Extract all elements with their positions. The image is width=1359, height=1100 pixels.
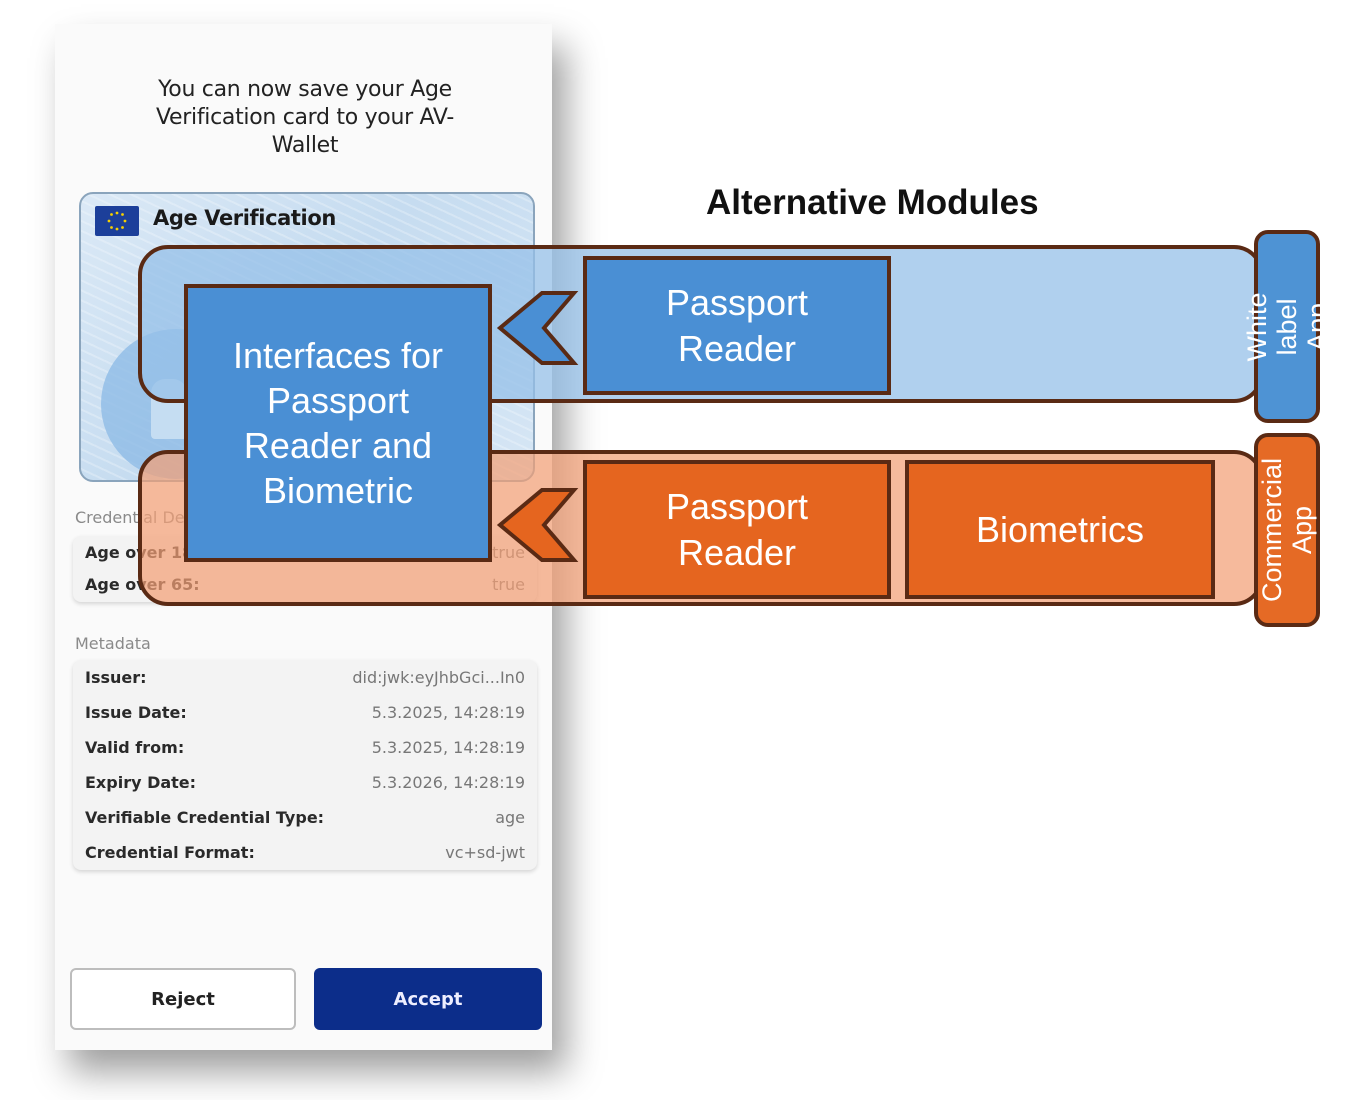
metadata-key: Issue Date: bbox=[85, 703, 187, 722]
white-label-app-label: White label App bbox=[1242, 291, 1332, 362]
chevron-left-icon bbox=[496, 488, 579, 562]
metadata-row: Issue Date: 5.3.2025, 14:28:19 bbox=[85, 703, 525, 729]
reject-button[interactable]: Reject bbox=[70, 968, 296, 1030]
metadata-key: Verifiable Credential Type: bbox=[85, 808, 325, 827]
metadata-value: 5.3.2025, 14:28:19 bbox=[371, 738, 525, 757]
metadata-row: Issuer: did:jwk:eyJhbGci...In0 bbox=[85, 668, 525, 694]
metadata-key: Credential Format: bbox=[85, 843, 255, 862]
page-title: You can now save your Age Verification c… bbox=[156, 77, 454, 158]
metadata-value: did:jwk:eyJhbGci...In0 bbox=[352, 668, 525, 687]
diagram-title: Alternative Modules bbox=[706, 183, 1039, 222]
metadata-panel: Issuer: did:jwk:eyJhbGci...In0 Issue Dat… bbox=[73, 660, 537, 870]
commercial-app-tag: Commercial App bbox=[1254, 433, 1320, 627]
chevron-left-icon bbox=[496, 291, 579, 365]
metadata-key: Expiry Date: bbox=[85, 773, 197, 792]
metadata-row: Credential Format: vc+sd-jwt bbox=[85, 843, 525, 869]
metadata-row: Verifiable Credential Type: age bbox=[85, 808, 525, 834]
white-label-app-tag: White label App bbox=[1242, 230, 1332, 423]
interfaces-box: Interfaces for Passport Reader and Biome… bbox=[184, 284, 492, 562]
module-label: Biometrics bbox=[975, 508, 1145, 550]
metadata-value: vc+sd-jwt bbox=[445, 843, 525, 862]
metadata-row: Expiry Date: 5.3.2026, 14:28:19 bbox=[85, 773, 525, 799]
metadata-key: Issuer: bbox=[85, 668, 147, 687]
module-label: Passport Reader bbox=[665, 485, 809, 573]
accept-button[interactable]: Accept bbox=[314, 968, 542, 1030]
card-title: Age Verification bbox=[153, 206, 336, 230]
eu-flag-icon bbox=[95, 206, 139, 236]
metadata-row: Valid from: 5.3.2025, 14:28:19 bbox=[85, 738, 525, 764]
metadata-key: Valid from: bbox=[85, 738, 185, 757]
commercial-passport-reader-box: Passport Reader bbox=[583, 460, 891, 599]
white-label-passport-reader-box: Passport Reader bbox=[583, 256, 891, 395]
metadata-value: 5.3.2026, 14:28:19 bbox=[371, 773, 525, 792]
metadata-section-label: Metadata bbox=[75, 634, 151, 653]
module-label: Passport Reader bbox=[665, 281, 809, 369]
biometrics-box: Biometrics bbox=[905, 460, 1215, 599]
metadata-value: 5.3.2025, 14:28:19 bbox=[371, 703, 525, 722]
interfaces-label: Interfaces for Passport Reader and Biome… bbox=[232, 335, 444, 511]
commercial-app-label: Commercial App bbox=[1257, 457, 1317, 603]
metadata-value: age bbox=[495, 808, 525, 827]
